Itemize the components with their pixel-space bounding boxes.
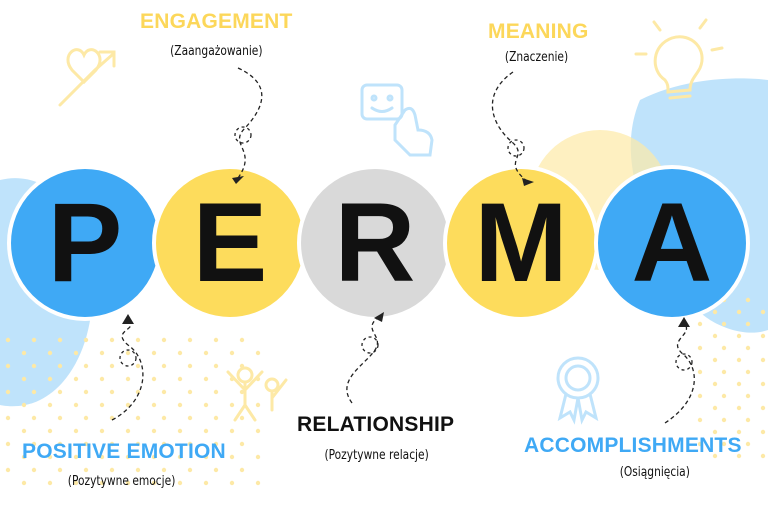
heart-growth-icon <box>58 48 116 107</box>
people-cheering-icon <box>226 366 288 422</box>
connector-arrows <box>111 67 695 424</box>
arrow-meaning <box>491 71 529 183</box>
lightbulb-icon <box>634 18 724 100</box>
arrowhead-meaning <box>522 178 534 186</box>
award-ribbon-icon <box>556 356 600 425</box>
engagement-title: ENGAGEMENT <box>140 10 293 33</box>
arrow-heads <box>122 176 690 327</box>
connector-loops <box>119 126 693 371</box>
relationship-subtitle: (Pozytywne relacje) <box>324 448 429 463</box>
arrowhead-positive-emotion <box>122 314 134 324</box>
relationship-title: RELATIONSHIP <box>297 413 455 436</box>
arrow-relationship <box>346 315 381 404</box>
letter-a: A <box>631 180 713 305</box>
accomplishments-title: ACCOMPLISHMENTS <box>524 434 742 457</box>
positive-emotion-subtitle: (Pozytywne emocje) <box>67 474 176 489</box>
arrowhead-engagement <box>232 176 244 184</box>
arrow-engagement <box>237 67 263 179</box>
arrowhead-relationship <box>374 312 384 322</box>
letter-p: P <box>47 180 123 305</box>
circle-a <box>594 165 750 321</box>
arrowhead-accomplishments <box>678 317 690 327</box>
letter-e: E <box>192 180 268 305</box>
engagement-subtitle: (Zaangażowanie) <box>170 44 263 59</box>
accomplishments-subtitle: (Osiągnięcia) <box>619 465 690 480</box>
meaning-subtitle: (Znaczenie) <box>504 50 569 65</box>
arrow-accomplishments <box>664 322 695 424</box>
meaning-title: MEANING <box>488 20 589 43</box>
dot-pattern <box>5 297 766 486</box>
positive-emotion-title: POSITIVE EMOTION <box>22 440 226 463</box>
thumbs-up-hand-icon <box>360 83 434 157</box>
letter-r: R <box>334 180 416 305</box>
arrow-positive-emotion <box>111 319 144 421</box>
perma-circles <box>7 165 750 321</box>
letter-m: M <box>474 180 568 305</box>
